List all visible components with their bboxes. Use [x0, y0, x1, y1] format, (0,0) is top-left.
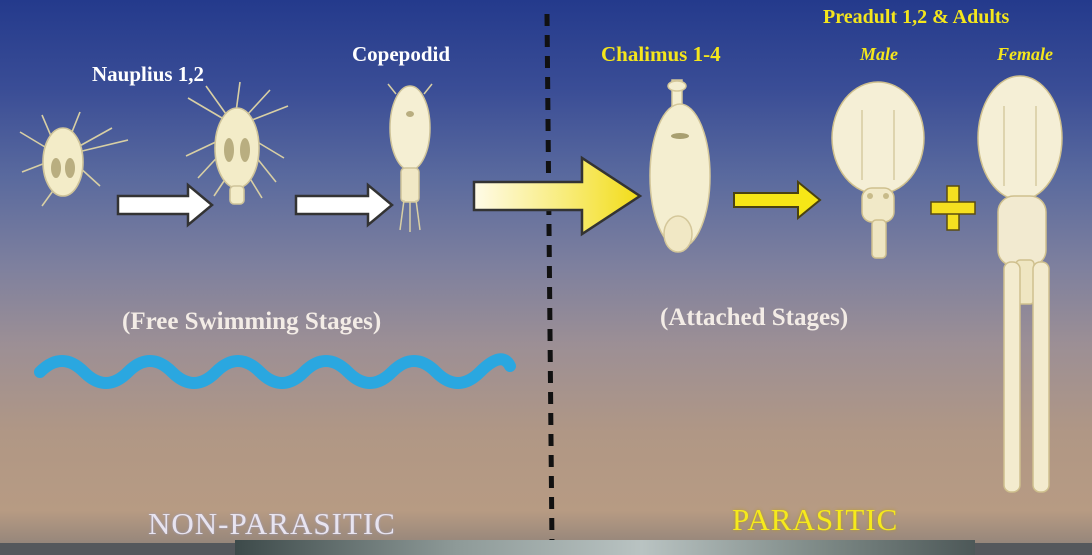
attached-caption: (Attached Stages)	[660, 304, 848, 332]
parasitic-heading: PARASITIC	[732, 502, 898, 538]
water-wave	[40, 359, 510, 383]
chalimus-label: Chalimus 1-4	[601, 42, 721, 67]
transition-arrow	[474, 158, 640, 234]
chalimus-organism	[650, 80, 710, 252]
yellow-arrow	[734, 182, 820, 218]
plus-sign	[931, 186, 975, 230]
preadult-label: Preadult 1,2 & Adults	[823, 6, 1009, 29]
female-organism	[978, 76, 1062, 492]
copepodid-organism	[388, 84, 432, 232]
free-swimming-caption: (Free Swimming Stages)	[122, 308, 381, 336]
bottom-photo-fragment	[235, 540, 975, 555]
male-label: Male	[860, 44, 898, 65]
nauplius-label: Nauplius 1,2	[92, 62, 204, 87]
copepodid-label: Copepodid	[352, 42, 450, 67]
section-divider	[547, 14, 552, 545]
nauplius-1-organism	[20, 112, 128, 206]
white-arrow-1	[118, 185, 212, 225]
nauplius-2-organism	[186, 82, 288, 204]
white-arrow-2	[296, 185, 392, 225]
male-organism	[832, 82, 924, 258]
female-label: Female	[997, 44, 1053, 65]
non-parasitic-heading: NON-PARASITIC	[148, 506, 396, 542]
